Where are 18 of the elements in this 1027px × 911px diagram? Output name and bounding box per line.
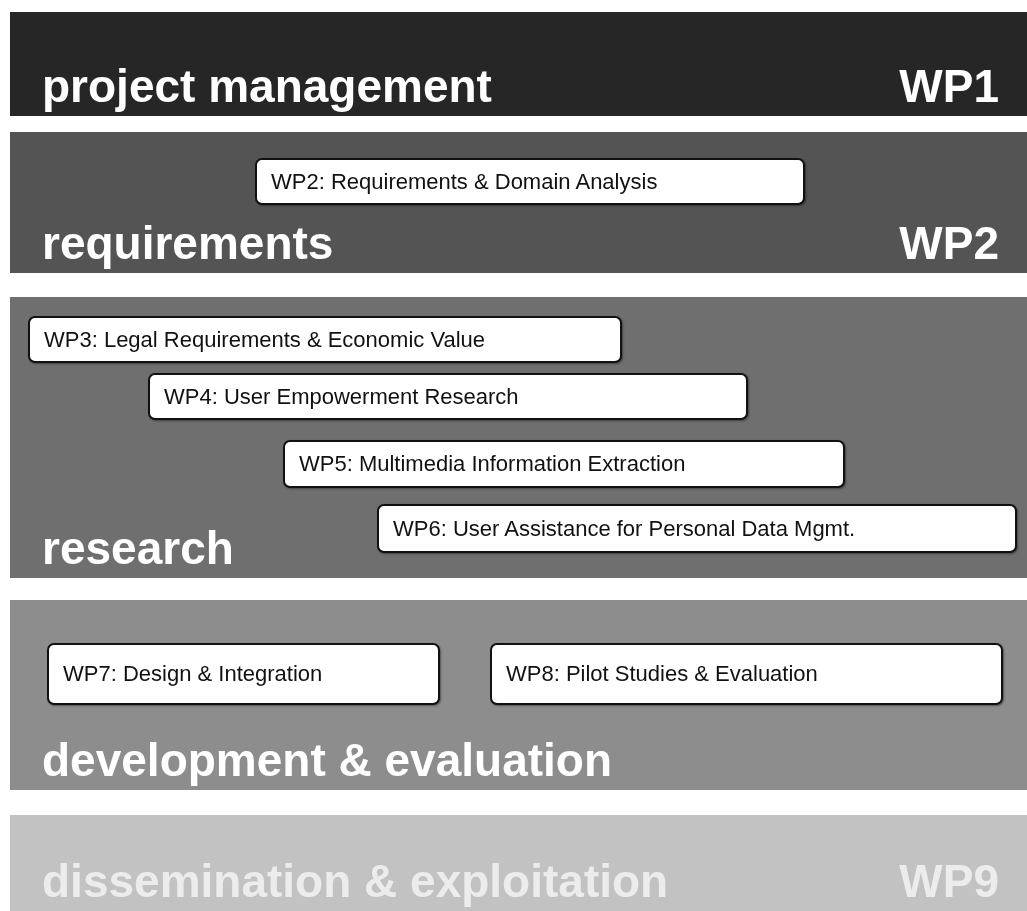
- phase-title: development & evaluation: [42, 735, 612, 786]
- work-package-box: WP5: Multimedia Information Extraction: [283, 440, 845, 488]
- work-package-box: WP7: Design & Integration: [47, 643, 440, 705]
- phase-band: [10, 815, 1027, 911]
- phase-title: research: [42, 523, 234, 574]
- work-package-number: WP2: [899, 218, 999, 269]
- phase-title: requirements: [42, 218, 334, 269]
- work-package-box: WP6: User Assistance for Personal Data Mgmt.: [377, 504, 1017, 553]
- phase-band: [10, 600, 1027, 790]
- work-package-number: WP1: [899, 61, 999, 112]
- work-package-box: WP2: Requirements & Domain Analysis: [255, 158, 805, 205]
- work-package-box: WP4: User Empowerment Research: [148, 373, 748, 420]
- phase-band: [10, 12, 1027, 116]
- work-package-box: WP8: Pilot Studies & Evaluation: [490, 643, 1003, 705]
- work-package-box: WP3: Legal Requirements & Economic Value: [28, 316, 622, 363]
- phase-band: [10, 297, 1027, 578]
- phase-band: [10, 132, 1027, 273]
- phase-title: project management: [42, 61, 492, 112]
